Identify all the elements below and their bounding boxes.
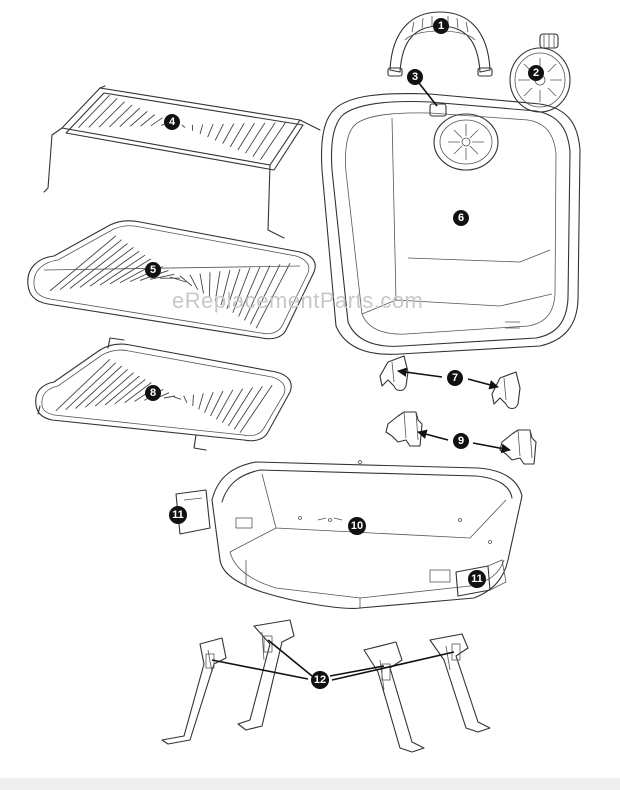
charcoal-grate-bar (55, 359, 111, 412)
warming-rack-bar (129, 111, 148, 127)
warming-rack-bar (260, 122, 287, 161)
vent-slide-right (455, 559, 507, 597)
callout-1-label: 1 (438, 20, 444, 32)
warming-rack-bar (199, 124, 204, 135)
charcoal-grate-bar (85, 368, 128, 408)
warming-rack (43, 85, 321, 239)
warming-rack-bar (98, 101, 125, 128)
cooking-grate-bar (149, 273, 175, 280)
callout-5-label: 5 (150, 264, 156, 276)
charcoal-grate-bar (65, 362, 117, 410)
cooking-grate-bar (199, 273, 204, 294)
grill-legs (161, 619, 491, 753)
cooking-grate (27, 220, 316, 340)
callout-11-right-label: 11 (471, 573, 483, 585)
charcoal-grate (35, 337, 292, 451)
cooking-grate-bar (238, 266, 261, 317)
warming-rack-bar (88, 98, 118, 128)
charcoal-grate-bar (94, 372, 134, 407)
callout-7: 7 (447, 370, 463, 386)
warming-rack-bar (222, 123, 235, 144)
callout-6-label: 6 (458, 212, 464, 224)
callout-11-right: 11 (468, 570, 486, 588)
cooking-grate-bar (232, 267, 251, 313)
callout-4-label: 4 (169, 116, 176, 128)
charcoal-grate-bar (104, 375, 140, 406)
charcoal-grate-bar (227, 387, 253, 427)
bottom-band (0, 778, 620, 790)
warming-rack-bar (119, 107, 141, 127)
warming-rack-bar (252, 122, 276, 157)
callout-10-label: 10 (351, 520, 363, 532)
charcoal-grate-bar (124, 382, 152, 404)
cooking-grate-bar (255, 262, 291, 329)
watermark-text: eReplacementParts.com (172, 288, 423, 313)
warming-rack-bar (109, 104, 133, 128)
warming-rack-bar (140, 114, 156, 127)
charcoal-grate-bar (192, 394, 194, 407)
warming-rack-bar (237, 122, 255, 151)
warming-rack-bar (244, 122, 266, 154)
charcoal-grate-bar (239, 384, 273, 433)
cooking-grate-bar (220, 269, 231, 306)
charcoal-grate-bar (183, 395, 188, 403)
cooking-grate-bar (189, 274, 199, 290)
callout-8: 8 (145, 385, 161, 401)
callout-9-label: 9 (458, 435, 464, 447)
callout-9: 9 (453, 433, 469, 449)
callout-4: 4 (164, 114, 180, 130)
lid-handle (387, 11, 493, 77)
callout-6: 6 (453, 210, 469, 226)
charcoal-grate-bar (210, 390, 224, 417)
callout-1: 1 (433, 18, 449, 34)
charcoal-grate-bar (221, 388, 244, 423)
warming-rack-bar (214, 123, 224, 141)
charcoal-grate-bar (75, 365, 123, 409)
charcoal-grate-bar (163, 395, 176, 399)
charcoal-grate-bar (173, 396, 182, 400)
cooking-grate-bar (49, 235, 117, 292)
callout-10: 10 (348, 517, 366, 535)
callout-3-label: 3 (412, 71, 418, 83)
leader-lines (211, 77, 511, 681)
callout-11-left: 11 (169, 506, 187, 524)
cooking-grate-bar (69, 243, 128, 289)
charcoal-grate-bar (198, 393, 204, 410)
callout-12-label: 12 (314, 674, 326, 686)
cooking-grate-bar (79, 247, 134, 288)
cooking-grate-bar (99, 254, 146, 286)
cooking-grate-bar (179, 275, 193, 287)
cooking-grate-bar (109, 258, 152, 285)
warming-rack-bar (207, 124, 214, 138)
warming-rack-bar (150, 117, 163, 127)
callout-8-label: 8 (150, 387, 156, 399)
cooking-grate-bar (226, 268, 241, 310)
callout-7-label: 7 (452, 372, 458, 384)
firebox-bowl (211, 460, 523, 609)
callout-12: 12 (311, 671, 329, 689)
cooking-grate-bar (249, 264, 281, 325)
warming-rack-bar (229, 123, 245, 148)
charcoal-grate-bar (114, 378, 146, 405)
charcoal-grate-bar (216, 389, 234, 420)
cooking-grate-bar (244, 265, 271, 321)
warming-rack-bar (78, 94, 110, 129)
warming-rack-bar (181, 124, 186, 128)
lid-hinge-brackets (379, 355, 521, 410)
callout-5: 5 (145, 262, 161, 278)
cooking-grate-bar (214, 271, 221, 302)
charcoal-grate-bar (233, 386, 263, 430)
callout-11-left-label: 11 (172, 509, 184, 521)
callout-3: 3 (407, 69, 423, 85)
callout-2: 2 (528, 65, 544, 81)
callout-2-label: 2 (533, 67, 539, 79)
grill-lid (321, 92, 581, 355)
charcoal-grate-bar (204, 391, 214, 413)
cooking-grate-bar (208, 272, 211, 298)
cooking-grate-bar (169, 276, 187, 283)
cooking-grate-bar (59, 239, 122, 291)
